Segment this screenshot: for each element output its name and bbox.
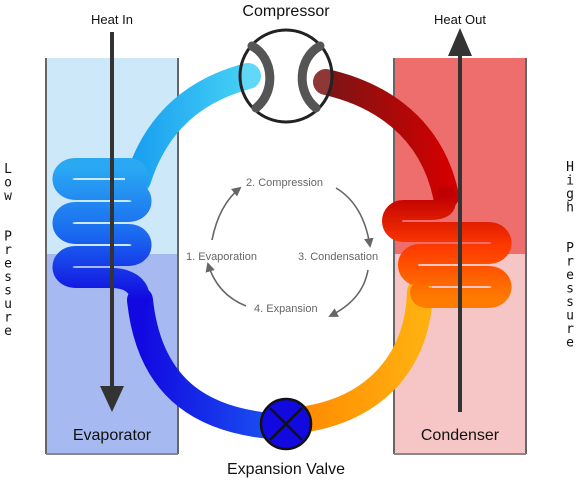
- cycle-arrow-condensation-to-expansion: [328, 269, 369, 317]
- expansion-valve-label: Expansion Valve: [227, 461, 345, 478]
- cycle-arrow-evaporation-to-compression: [211, 186, 242, 241]
- cycle-step-compression: 2. Compression: [246, 177, 323, 189]
- compressor: [238, 28, 334, 124]
- cycle-arrow-expansion-to-evaporation: [205, 262, 247, 307]
- pipe-evaporator-to-compressor: [125, 63, 261, 193]
- heat-in-label: Heat In: [91, 12, 133, 27]
- cycle-arrow-compression-to-condensation: [335, 187, 374, 248]
- evaporator-label: Evaporator: [73, 427, 152, 444]
- cycle-step-condensation: 3. Condensation: [298, 251, 378, 263]
- compressor-blade-left: [247, 41, 275, 113]
- condenser-coil: [382, 186, 512, 308]
- evaporator-coil: [52, 158, 152, 310]
- compressor-blade-right: [297, 41, 325, 113]
- cycle-step-expansion: 4. Expansion: [254, 303, 318, 315]
- heat-out-arrow: [448, 28, 472, 412]
- cycle-arrows: [205, 186, 374, 317]
- pipe-compressor-to-condenser: [313, 69, 459, 209]
- pipe-valve-to-evaporator: [127, 287, 283, 439]
- heat-out-label: Heat Out: [434, 12, 486, 27]
- condenser-label: Condenser: [421, 427, 500, 444]
- refrigerant-loop: [52, 63, 512, 439]
- expansion-valve: [259, 397, 313, 451]
- compressor-label: Compressor: [242, 3, 330, 20]
- heat-in-arrow: [100, 32, 124, 412]
- expansion-valve-cross-b: [269, 407, 303, 441]
- cycle-step-evaporation: 1. Evaporation: [186, 251, 257, 263]
- pipe-condenser-to-valve: [287, 279, 433, 433]
